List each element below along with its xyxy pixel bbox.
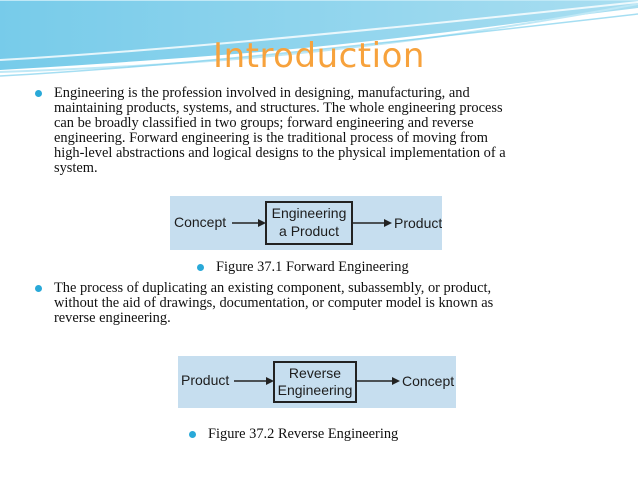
bullet-icon <box>35 90 42 97</box>
process-box-line1: Reverse <box>289 365 341 381</box>
arrow-icon <box>384 219 392 227</box>
slide-title: Introduction <box>213 36 425 76</box>
figure-2-caption-row: Figure 37.2 Reverse Engineering <box>189 426 398 443</box>
flow-start-label: Concept <box>174 214 226 230</box>
arrow-icon <box>258 219 266 227</box>
arrow-icon <box>266 377 274 385</box>
bullet-icon <box>197 264 204 271</box>
figure-forward-engineering: Concept Engineering a Product Product <box>170 196 442 250</box>
bullet-paragraph-2: The process of duplicating an existing c… <box>35 281 625 326</box>
flow-end-label: Concept <box>402 373 454 389</box>
process-box-line2: Engineering <box>278 382 353 398</box>
process-box-line1: Engineering <box>272 205 347 221</box>
arrow-icon <box>392 377 400 385</box>
paragraph-engineering-intro: Engineering is the profession involved i… <box>54 85 506 176</box>
figure-1-caption-row: Figure 37.1 Forward Engineering <box>197 259 409 276</box>
bullet-paragraph-1: Engineering is the profession involved i… <box>35 86 625 176</box>
figure-2-caption: Figure 37.2 Reverse Engineering <box>208 426 399 442</box>
bullet-icon <box>35 285 42 292</box>
bullet-icon <box>189 431 196 438</box>
figure-reverse-engineering: Product Reverse Engineering Concept <box>178 356 456 408</box>
process-box <box>273 361 357 403</box>
flow-start-label: Product <box>181 372 229 388</box>
header-wave-decoration <box>0 0 638 77</box>
paragraph-reverse-engineering: The process of duplicating an existing c… <box>54 280 494 326</box>
process-box-line2: a Product <box>279 223 339 239</box>
flow-end-label: Product <box>394 215 442 231</box>
figure-1-caption: Figure 37.1 Forward Engineering <box>216 259 409 275</box>
